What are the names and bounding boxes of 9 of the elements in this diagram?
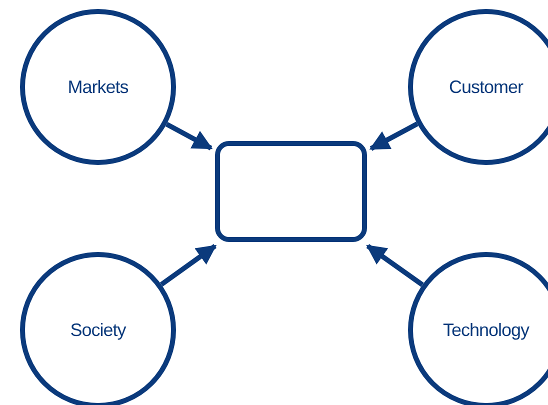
arrow [165,122,213,150]
node-label: Technology [442,318,530,342]
arrow [369,122,418,151]
node-label: Society [70,318,126,342]
node-label: Customer [448,76,524,98]
rounded-box [215,141,367,242]
arrow [160,244,217,287]
arrow [366,244,424,287]
node-label: Markets [68,76,128,98]
